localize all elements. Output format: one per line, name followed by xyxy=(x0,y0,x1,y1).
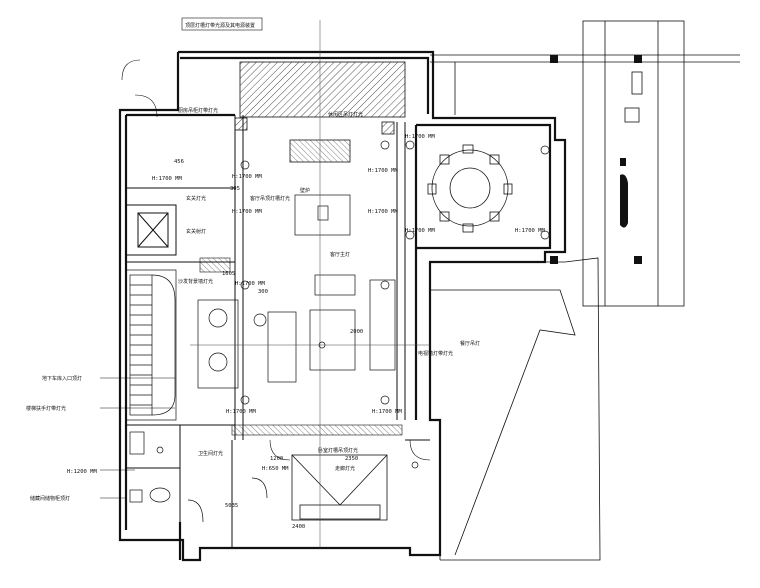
top-note-box xyxy=(181,17,263,31)
dim-456: 456 xyxy=(174,159,184,165)
dim-h1700-stair-top: H:1700 MM xyxy=(152,176,182,182)
left-note-2: 楼梯扶手灯带灯光 xyxy=(26,405,66,412)
bedroom-bed xyxy=(291,454,388,521)
living-furniture xyxy=(197,194,396,389)
label-entry1: 玄关灯光 xyxy=(186,195,206,202)
dim-h1700-center-mid: H:1700 MM xyxy=(368,209,398,215)
wall-chunk-1 xyxy=(231,424,403,436)
dim-h1700-center-low: H:1700 MM xyxy=(226,409,256,415)
dining-table xyxy=(427,144,513,233)
left-note-1: 地下车库入口顶灯 xyxy=(42,375,82,382)
dim-5035: 5035 xyxy=(225,503,238,509)
building-walls xyxy=(118,50,567,562)
dim-h650: H:650 MM xyxy=(262,466,289,472)
dim-2400: 2400 xyxy=(292,524,305,530)
left-note-leaders xyxy=(100,377,175,499)
label-right: 餐厅吊灯 xyxy=(460,340,480,347)
terrace-dark-post-2 xyxy=(634,55,642,63)
label-sofa: 沙发背景墙灯光 xyxy=(178,278,213,285)
bathroom-fixtures xyxy=(129,431,268,523)
label-living1: 客厅吊顶灯槽灯光 xyxy=(250,195,290,202)
terrace-black-shape xyxy=(620,174,628,228)
dim-305: 305 xyxy=(230,186,240,192)
dim-h1700-top-right: H:1700 MM xyxy=(405,134,435,140)
interior-partitions xyxy=(125,115,430,548)
dim-h1700-left-mid: H:1700 MM xyxy=(232,209,262,215)
light-markers xyxy=(156,140,550,469)
terrace-dark-post-3 xyxy=(634,256,642,264)
label-fireplace: 壁炉 xyxy=(300,187,310,194)
label-lounge: 休闲区吊灯灯光 xyxy=(328,111,363,118)
terrace-dark-post-4 xyxy=(550,256,558,264)
terrace-black-dot xyxy=(620,158,626,166)
right-garden xyxy=(430,62,601,561)
dim-h1200: H:1200 MM xyxy=(67,469,97,475)
dim-h1700-center-top: H:1700 MM xyxy=(368,168,398,174)
label-kitchen-top: 厨房吊柜灯带灯光 xyxy=(178,107,218,114)
label-bedroom: 卧室灯槽吊顶灯光 xyxy=(318,447,358,454)
column-left xyxy=(234,117,248,131)
dim-1605: 1605 xyxy=(222,271,235,277)
column-right xyxy=(381,121,395,135)
top-note: 顶层灯槽灯带光源及其电源装置 xyxy=(185,22,255,29)
label-entry2: 玄关射灯 xyxy=(186,228,206,235)
label-right-strip: 电视墙灯带灯光 xyxy=(418,350,453,357)
dim-2000: 2000 xyxy=(350,329,363,335)
dim-h1700-mid-lower: H:1700 MM xyxy=(235,281,265,287)
door-swings xyxy=(121,59,431,461)
label-bath: 卫生间灯光 xyxy=(198,450,223,457)
label-corridor: 走廊灯光 xyxy=(335,465,355,472)
dim-h1700-dining-left: H:1700 MM xyxy=(405,228,435,234)
dim-h1700-dining-right: H:1700 MM xyxy=(515,228,545,234)
dim-2350: 2350 xyxy=(345,456,358,462)
kitchen-hatched-counter xyxy=(239,61,406,118)
exterior-terrace xyxy=(430,20,740,307)
dim-h1700-right-low: H:1700 MM xyxy=(372,409,402,415)
dim-300: 300 xyxy=(258,289,268,295)
label-living2: 客厅主灯 xyxy=(330,251,350,258)
wall-chunk-2 xyxy=(199,257,231,273)
dim-1200: 1200 xyxy=(270,456,283,462)
left-note-4: 储藏间储物柜顶灯 xyxy=(30,495,70,502)
dim-h1700-left-upper: H:1700 MM xyxy=(232,174,262,180)
terrace-dark-post-1 xyxy=(550,55,558,63)
staircase xyxy=(125,269,177,421)
